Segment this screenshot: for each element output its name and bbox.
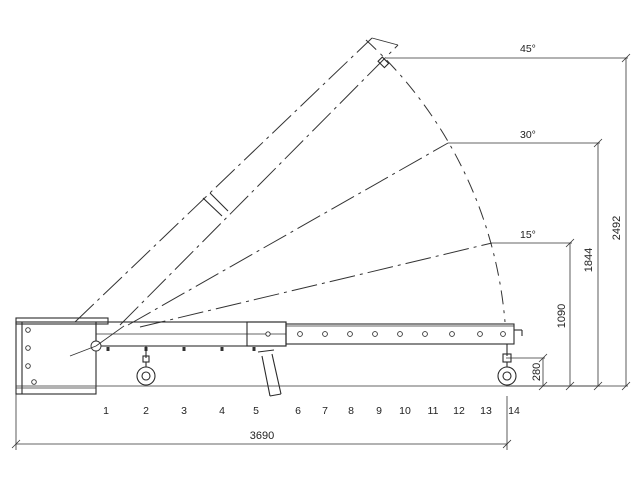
hook-position-2 [136, 346, 156, 386]
telescopic-boom [285, 323, 515, 345]
height-label-2492: 2492 [611, 216, 623, 240]
boom-45-upper-edge [74, 37, 373, 323]
boom-15-line [139, 242, 493, 328]
rail-marker [220, 347, 224, 351]
angle-label-15: 15° [520, 229, 536, 241]
telescopic-hole [500, 331, 506, 337]
telescopic-hole-row [297, 331, 506, 337]
total-length-label: 3690 [250, 430, 274, 442]
telescopic-hole [347, 331, 353, 337]
position-number: 14 [508, 405, 520, 417]
telescopic-hole [372, 331, 378, 337]
telescopic-hole [322, 331, 328, 337]
boom-30-line [127, 142, 449, 326]
mast-bolt [31, 379, 37, 385]
mast-top-plate [15, 317, 109, 325]
position-number: 3 [181, 405, 187, 417]
mast-body [15, 321, 97, 395]
boom-45-joint-1 [202, 197, 223, 217]
telescopic-hole [477, 331, 483, 337]
dim-tick [502, 439, 512, 449]
boom-45-joint-2 [209, 192, 229, 212]
height-label-1844: 1844 [583, 248, 595, 272]
mast-bolt [25, 345, 31, 351]
height-label-280: 280 [531, 363, 543, 381]
telescopic-hole [397, 331, 403, 337]
telescopic-hole [422, 331, 428, 337]
rail-marker [252, 347, 256, 351]
dim-tick [11, 439, 21, 449]
telescopic-hole [297, 331, 303, 337]
angle-label-45: 45° [520, 43, 536, 55]
position-number: 4 [219, 405, 225, 417]
boom-45-hook [377, 56, 390, 69]
position-number: 6 [295, 405, 301, 417]
position-number: 7 [322, 405, 328, 417]
position-number: 11 [428, 405, 439, 417]
position-number: 10 [399, 405, 411, 417]
rail-marker [182, 347, 186, 351]
position-number: 12 [453, 405, 465, 417]
hook-position-14 [497, 344, 517, 386]
position-number: 5 [253, 405, 259, 417]
mast-bolt [25, 327, 31, 333]
position-number: 1 [103, 405, 109, 417]
position-number: 9 [376, 405, 382, 417]
rail-marker [106, 347, 110, 351]
position-number: 8 [348, 405, 354, 417]
swing-arc [365, 39, 506, 323]
position-number: 13 [480, 405, 492, 417]
pivot-brace [95, 325, 125, 347]
boom-45-tip [371, 37, 399, 46]
telescopic-hole [449, 331, 455, 337]
boom-45-lower-edge [119, 44, 399, 326]
support-leg [257, 349, 282, 397]
rail-markers [106, 347, 256, 351]
height-label-1090: 1090 [556, 304, 568, 328]
end-plate-bolt [265, 331, 271, 337]
angle-label-30: 30° [520, 129, 536, 141]
pivot-brace [69, 345, 97, 357]
dim-ticks [538, 53, 631, 391]
mast-bolt [25, 363, 31, 369]
position-number: 2 [143, 405, 149, 417]
